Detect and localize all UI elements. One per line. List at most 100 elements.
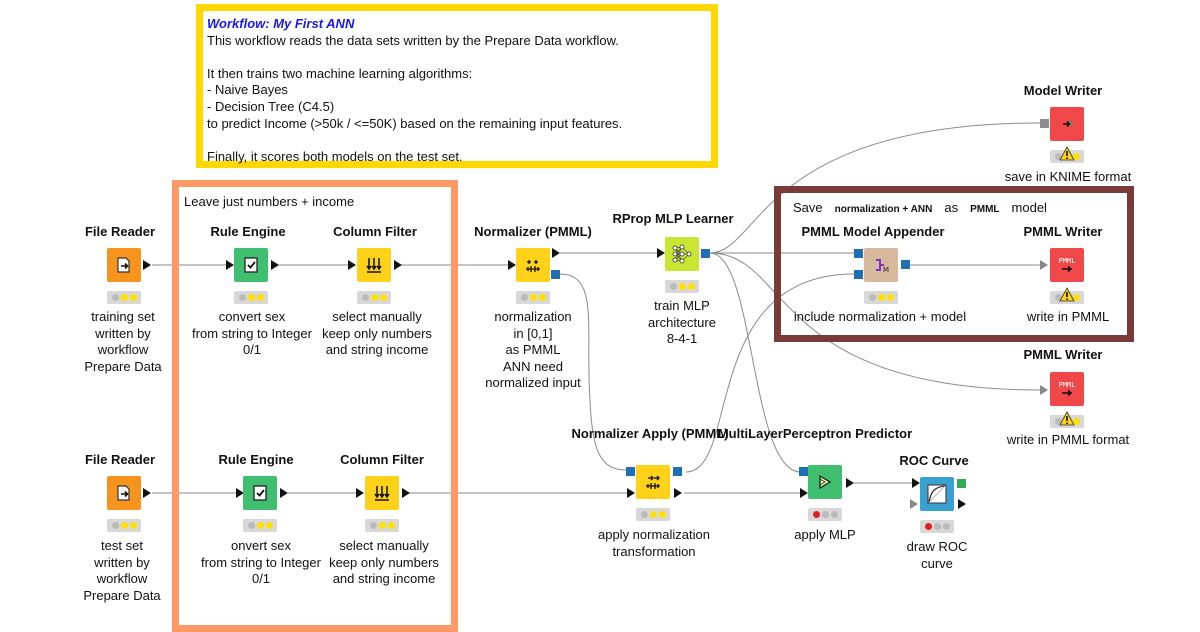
output-port[interactable] — [958, 499, 966, 509]
svg-text:M: M — [883, 266, 889, 274]
node-status — [808, 508, 842, 521]
node-description: write in PMML — [1026, 309, 1110, 324]
pmml-writer-icon[interactable]: PMML — [1050, 372, 1084, 406]
warning-icon — [1059, 146, 1075, 161]
pmml-appender-icon[interactable]: M — [864, 248, 898, 282]
model-output-port[interactable] — [551, 270, 560, 279]
node-description: train MLP architecture 8-4-1 — [648, 298, 716, 347]
model-writer-icon[interactable] — [1050, 107, 1084, 141]
model-input-port[interactable] — [1040, 119, 1049, 128]
model-output-port[interactable] — [901, 260, 910, 269]
node-title: RProp MLP Learner — [612, 211, 734, 226]
input-port[interactable] — [912, 478, 920, 488]
node-status — [234, 291, 268, 304]
input-port[interactable] — [800, 488, 808, 498]
node-title: PMML Model Appender — [801, 224, 945, 239]
node-title: Normalizer (PMML) — [474, 224, 592, 239]
column-filter-icon[interactable] — [357, 248, 391, 282]
node-description: write in PMML format — [1006, 432, 1130, 447]
model-input-port[interactable] — [854, 270, 863, 279]
model-input-port[interactable] — [1040, 385, 1048, 395]
rule-engine-icon[interactable] — [243, 476, 277, 510]
workflow-line: - Naive Bayes — [207, 82, 288, 98]
data-prep-annotation[interactable]: Leave just numbers + income — [172, 180, 458, 632]
warning-icon — [1059, 287, 1075, 302]
output-port[interactable] — [143, 260, 151, 270]
output-port[interactable] — [143, 488, 151, 498]
model-input-port[interactable] — [854, 249, 863, 258]
warning-icon — [1059, 411, 1075, 426]
output-port[interactable] — [271, 260, 279, 270]
node-status — [107, 519, 141, 532]
column-filter-icon[interactable] — [365, 476, 399, 510]
input-port[interactable] — [348, 260, 356, 270]
model-input-port[interactable] — [1040, 260, 1048, 270]
node-title: Column Filter — [333, 224, 417, 239]
node-title: PMML Writer — [1023, 347, 1103, 362]
roc-curve-icon[interactable] — [920, 477, 954, 511]
input-port[interactable] — [226, 260, 234, 270]
rule-engine-icon[interactable] — [234, 248, 268, 282]
normalizer-icon[interactable] — [516, 248, 550, 282]
node-description: apply normalization transformation — [597, 527, 711, 559]
neural-net-icon[interactable] — [665, 237, 699, 271]
pmml-writer-icon[interactable]: PMML — [1050, 248, 1084, 282]
node-title: File Reader — [84, 452, 156, 467]
input-port[interactable] — [627, 488, 635, 498]
output-port[interactable] — [552, 248, 560, 258]
input-port[interactable] — [657, 248, 665, 258]
node-title: MultiLayerPerceptron Predictor — [717, 426, 913, 441]
workflow-line — [207, 132, 707, 149]
edge-rprop-to-pmmlwriter2 — [709, 252, 1041, 391]
output-port[interactable] — [402, 488, 410, 498]
model-output-port[interactable] — [673, 467, 682, 476]
normalizer-apply-icon[interactable] — [636, 465, 670, 499]
node-status — [665, 280, 699, 293]
node-description: select manually keep only numbers and st… — [322, 309, 432, 358]
output-port[interactable] — [280, 488, 288, 498]
workflow-line: to predict Income (>50k / <=50K) based o… — [207, 115, 623, 131]
node-description: select manually keep only numbers and st… — [329, 538, 439, 587]
image-output-port[interactable] — [957, 479, 966, 488]
model-input-port[interactable] — [799, 467, 808, 476]
node-title: Rule Engine — [218, 452, 294, 467]
node-description: save in KNIME format — [1004, 169, 1132, 184]
edge-rprop-to-predictor — [709, 252, 801, 473]
node-description: include normalization + model — [793, 309, 967, 324]
node-status — [365, 519, 399, 532]
edge-normalizer-model-to-apply — [559, 273, 627, 471]
node-title: Column Filter — [340, 452, 424, 467]
node-description: onvert sex from string to Integer 0/1 — [201, 538, 321, 587]
node-title: PMML Writer — [1023, 224, 1103, 239]
node-status — [243, 519, 277, 532]
node-title: ROC Curve — [899, 453, 969, 468]
workflow-description-annotation[interactable]: Workflow: My First ANN This workflow rea… — [196, 4, 718, 168]
model-output-port[interactable] — [701, 249, 710, 258]
optional-input-port[interactable] — [910, 499, 918, 509]
node-title: Normalizer Apply (PMML) — [571, 426, 729, 441]
model-input-port[interactable] — [626, 467, 635, 476]
node-title: File Reader — [84, 224, 156, 239]
node-description: convert sex from string to Integer 0/1 — [192, 309, 312, 358]
workflow-line: This workflow reads the data sets writte… — [207, 32, 619, 48]
workflow-line: Finally, it scores both models on the te… — [207, 148, 463, 164]
file-reader-icon[interactable] — [107, 476, 141, 510]
node-status — [636, 508, 670, 521]
mlp-predictor-icon[interactable] — [808, 465, 842, 499]
node-title: Rule Engine — [210, 224, 286, 239]
node-description: training set written by workflow Prepare… — [84, 309, 162, 374]
file-reader-icon[interactable] — [107, 248, 141, 282]
node-title: Model Writer — [1023, 83, 1103, 98]
input-port[interactable] — [356, 488, 364, 498]
input-port[interactable] — [508, 260, 516, 270]
output-port[interactable] — [394, 260, 402, 270]
data-prep-label: Leave just numbers + income — [184, 194, 355, 209]
output-port[interactable] — [846, 478, 854, 488]
input-port[interactable] — [236, 488, 244, 498]
output-port[interactable] — [674, 488, 682, 498]
node-status — [920, 520, 954, 533]
node-description: draw ROC curve — [906, 539, 968, 571]
